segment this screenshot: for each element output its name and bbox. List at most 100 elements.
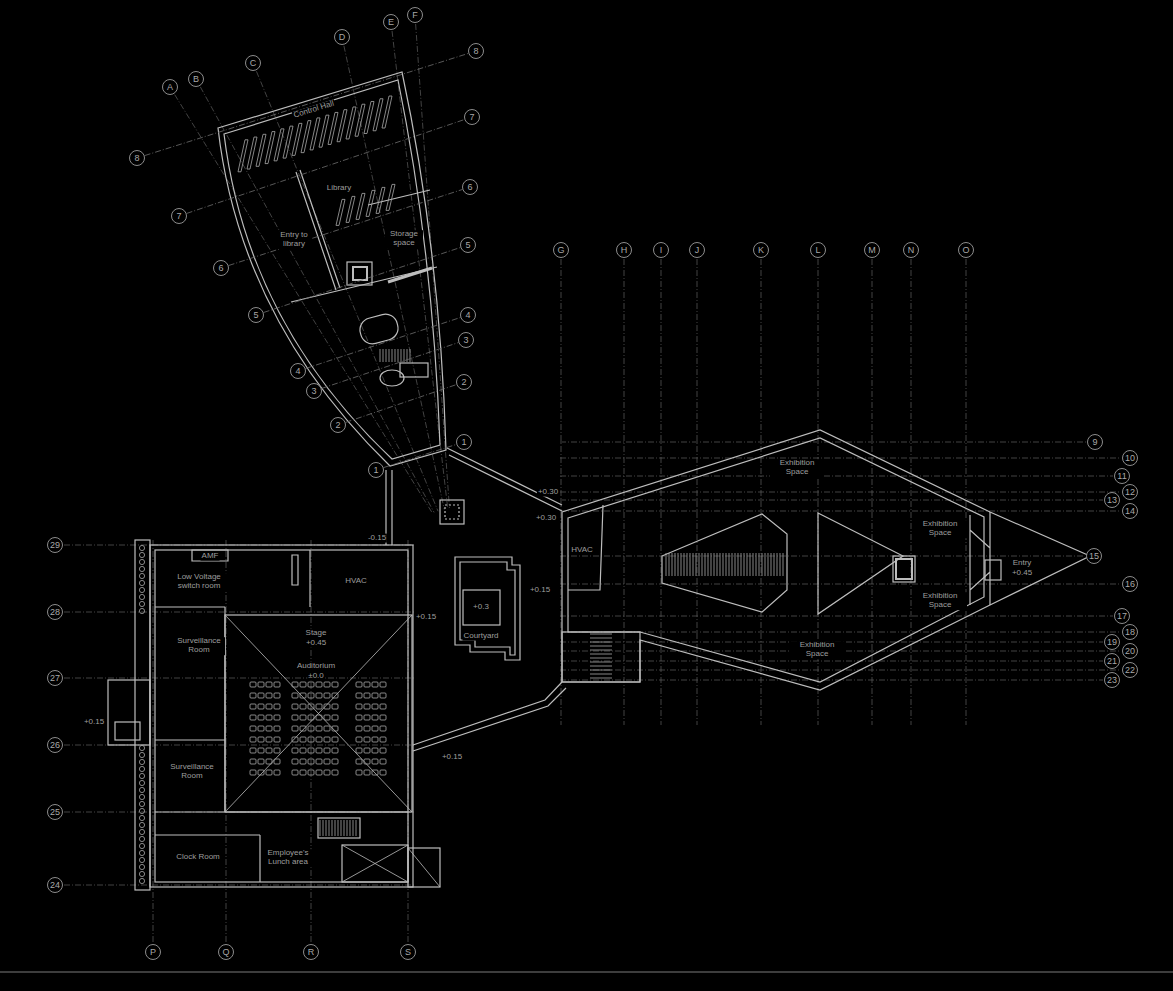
stair-tread [344,820,345,836]
auditorium-seat [316,726,322,731]
grid-bubble: E [383,14,399,30]
auditorium-seat [380,759,386,764]
grid-label: I [660,246,663,255]
entry-wall [970,512,990,605]
grid-label: 3 [463,336,468,345]
auditorium-seat [324,704,330,709]
grid-bubble: K [753,242,769,258]
auditorium-seat [292,715,298,720]
grid-label: 6 [467,183,472,192]
library-wall-thick [388,268,432,282]
exhibition-showcase-inner [896,559,912,579]
auditorium-seat [292,682,298,687]
book-shelf [376,187,385,213]
grid-bubble: 21 [1104,653,1120,669]
auditorium-seat [372,759,378,764]
facade-fin [139,794,144,799]
auditorium-seat [372,748,378,753]
auditorium-seat [324,682,330,687]
stair-tread [699,553,700,576]
grid-label: F [412,11,418,20]
facade-fin [139,587,144,592]
grid-bubble: 16 [1122,576,1138,592]
facade-fin [139,829,144,834]
book-shelf [373,99,383,131]
auditorium-seat [380,748,386,753]
grid-label: Q [222,948,229,957]
auditorium-seat [324,715,330,720]
stair-tread [392,349,393,362]
stair-tread [696,553,697,576]
grid-line [560,584,1121,585]
grid-label: J [695,246,700,255]
grid-label: O [962,246,969,255]
grid-label: 6 [218,264,223,273]
stair-tread [590,678,612,679]
library-counter [400,363,428,377]
grid-label: 17 [1117,612,1127,621]
auditorium-seat [258,759,264,764]
courtyard-outline [455,557,520,660]
book-shelf [366,190,375,216]
stair-tread [678,553,679,576]
grid-line [384,444,457,467]
auditorium-seat [372,770,378,775]
grid-label: 11 [1117,472,1126,481]
room-label: Surveillance Room [173,637,225,655]
auditorium-seat [250,682,256,687]
auditorium-seat [250,726,256,731]
stair-tread [383,349,384,362]
grid-bubble: 8 [129,150,145,166]
auditorium-seat [300,682,306,687]
grid-line [560,670,1121,671]
stair-tread [768,553,769,576]
grid-bubble: 7 [464,109,480,125]
stair-tread [590,638,612,639]
stair-tread [762,553,763,576]
lift-cross [342,845,408,882]
auditorium-seat [332,737,338,742]
auditorium-seat [274,737,280,742]
facade-fin [139,566,144,571]
grid-label: 3 [311,387,316,396]
library-inner-wall [224,80,440,459]
stair-tread [687,553,688,576]
auditorium-seat [364,715,370,720]
room-label: Auditorium [296,662,336,671]
auditorium-seat [300,726,306,731]
level-mark: +0.30 [535,514,557,523]
room-label: AMF [201,552,220,561]
grid-bubble: 27 [47,670,63,686]
room-label: Exhibition Space [913,592,967,610]
auditorium-seat [356,770,362,775]
book-shelf [274,129,284,161]
grid-line [153,540,154,943]
grid-bubble: 5 [460,237,476,253]
auditorium-seat [332,759,338,764]
stair-tread [335,820,336,836]
grid-label: 13 [1107,496,1117,505]
stair-tread [410,349,411,362]
stair-tread [669,553,670,576]
corridor-box [408,848,440,887]
auditorium-seat [364,682,370,687]
auditorium-seat [250,715,256,720]
auditorium-seat [308,715,314,720]
grid-label: C [250,59,257,68]
book-shelf [310,118,320,150]
grid-line [966,259,967,725]
grid-bubble: 6 [462,179,478,195]
grid-label: N [908,246,915,255]
auditorium-seat [292,759,298,764]
grid-label: 2 [335,421,340,430]
stair-tread [684,553,685,576]
library-core-inner [445,505,459,519]
grid-line [229,189,463,265]
room-label: Clock Room [175,853,221,862]
level-mark: +0.15 [529,586,551,595]
auditorium-seat [372,737,378,742]
grid-bubble: 3 [306,383,322,399]
auditorium-seat [274,759,280,764]
facade-fin [139,559,144,564]
grid-label: P [150,948,156,957]
